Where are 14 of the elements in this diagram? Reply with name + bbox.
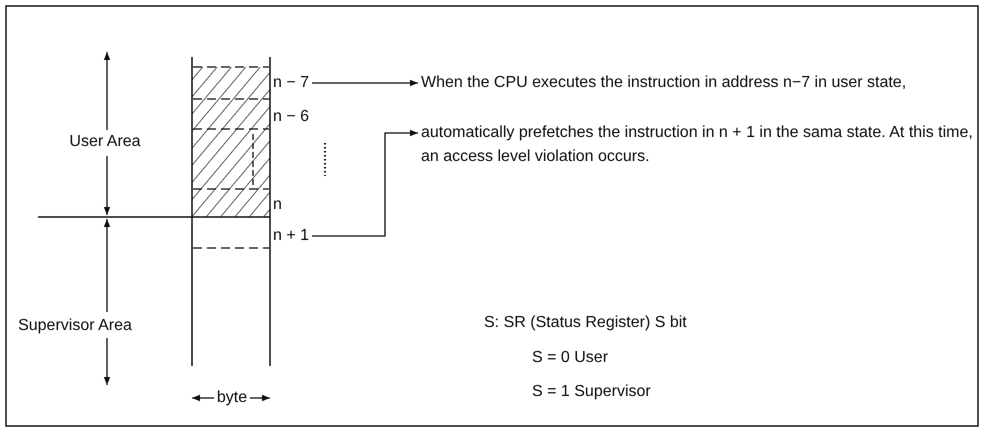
arrow <box>312 130 418 237</box>
label: S = 1 Supervisor <box>532 382 651 402</box>
label: Supervisor Area <box>18 316 132 336</box>
note-text: When the CPU executes the instruction in address n−7 in user state, <box>421 71 977 95</box>
address-label: n + 1 <box>273 226 310 246</box>
address-label: n − 7 <box>273 73 310 93</box>
label: User Area <box>69 132 141 152</box>
arrow <box>312 80 418 86</box>
label: n <box>273 195 282 215</box>
label: byte <box>216 388 248 408</box>
label: S: SR (Status Register) S bit <box>484 313 687 333</box>
label: S = 0 User <box>532 348 608 368</box>
label: n − 6 <box>273 107 310 127</box>
note-text: automatically prefetches the instruction in n + 1 in the sama state. At this time, an access level violation occurs. <box>421 121 977 169</box>
